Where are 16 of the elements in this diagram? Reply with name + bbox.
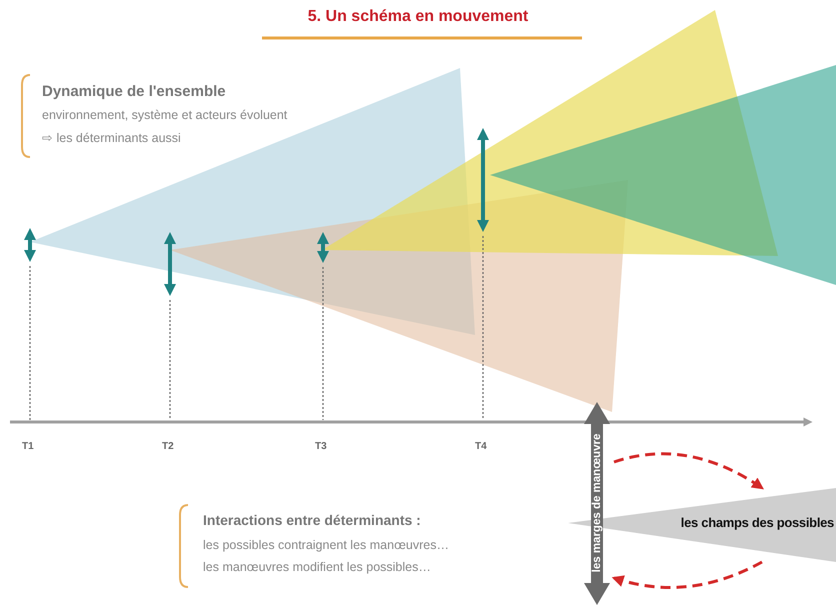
note-text: les manœuvres modifient les possibles… bbox=[203, 560, 431, 574]
note-text: environnement, système et acteurs évoluent bbox=[42, 108, 288, 122]
axis-label: T2 bbox=[162, 441, 174, 452]
heading: Dynamique de l'ensemble bbox=[42, 83, 226, 100]
dashed-arrow bbox=[614, 452, 764, 490]
note-text: les possibles contraignent les manœuvres… bbox=[203, 538, 449, 552]
arrow-text: les marges de manœuvre bbox=[591, 434, 603, 572]
axis-label: T4 bbox=[475, 441, 487, 452]
heading: Interactions entre déterminants : bbox=[203, 512, 421, 528]
shape-text: les champs des possibles bbox=[680, 515, 834, 530]
axis-label: T1 bbox=[22, 441, 34, 452]
note-text: ⇨ les déterminants aussi bbox=[42, 130, 181, 145]
dashed-arrow bbox=[612, 560, 763, 589]
double-arrow-shape bbox=[584, 402, 610, 605]
axis-label: T3 bbox=[315, 441, 327, 452]
title: 5. Un schéma en mouvement bbox=[306, 8, 530, 26]
